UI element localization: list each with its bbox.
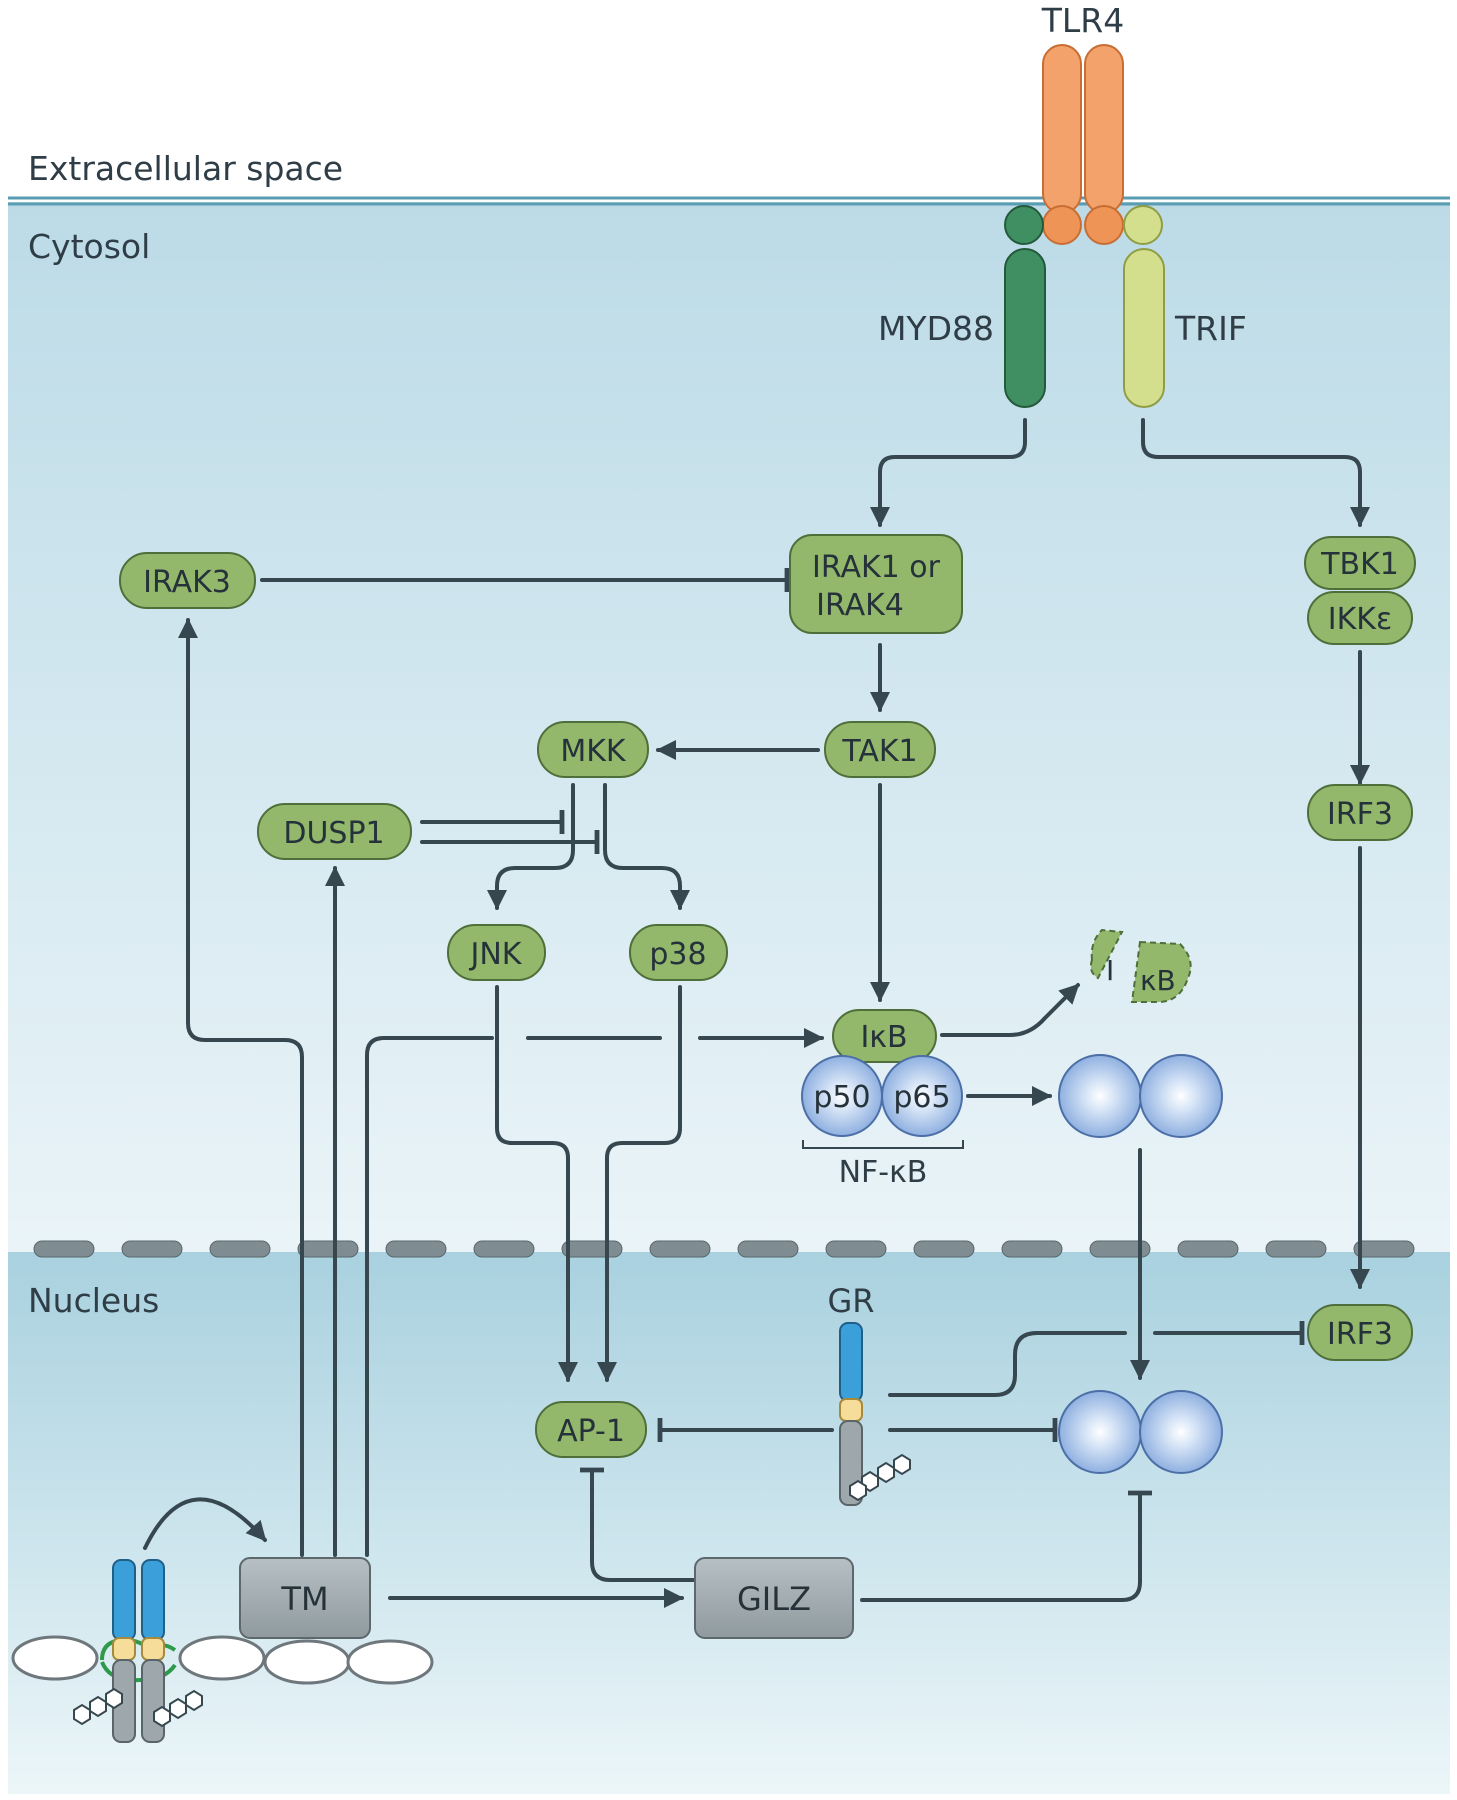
trif-adaptor <box>1123 205 1165 408</box>
p50-label: p50 <box>813 1080 870 1115</box>
gene-transcription-arrow <box>143 1497 267 1550</box>
gr-dimer-on-dna <box>73 1559 203 1743</box>
chromatin <box>11 1635 434 1685</box>
nuclear-pore-dash <box>825 1240 887 1258</box>
tm-to-irak3-arrow <box>178 618 304 1557</box>
nuclear-pore-dash <box>209 1240 271 1258</box>
steroid-ligand-icon <box>849 1453 911 1502</box>
cytosol-label: Cytosol <box>28 227 150 266</box>
irf3-nucleus-node: IRF3 <box>1307 1304 1413 1361</box>
nuclear-pore-dash <box>1265 1240 1327 1258</box>
tlr4-receptor <box>1042 44 1124 245</box>
irak1-irak4-node: IRAK1 or IRAK4 <box>789 534 963 634</box>
irf3-nucleus-label: IRF3 <box>1327 1317 1393 1352</box>
tbk1-node: TBK1 <box>1304 536 1416 590</box>
cytosol-region <box>8 202 1450 1252</box>
nuclear-pore-dash <box>33 1240 95 1258</box>
nfkb-nuclear <box>1058 1390 1223 1474</box>
myd88-label: MYD88 <box>878 309 994 348</box>
irak3-node: IRAK3 <box>119 552 256 609</box>
nuclear-pore-dash <box>561 1240 623 1258</box>
ap1-node: AP-1 <box>535 1401 647 1458</box>
dusp1-label: DUSP1 <box>283 816 384 851</box>
gilz-node: GILZ <box>694 1557 854 1639</box>
myd88-adaptor <box>1004 205 1046 408</box>
myd88-to-irak-arrow <box>870 418 1027 527</box>
p38-to-ap1-arrow <box>597 985 682 1382</box>
p38-label: p38 <box>649 937 706 972</box>
tak1-label: TAK1 <box>841 734 917 769</box>
gilz-inhibits-nfkb-line <box>860 1490 1152 1602</box>
p38-node: p38 <box>629 924 728 981</box>
dusp1-node: DUSP1 <box>257 803 412 860</box>
gr-receptor <box>839 1322 911 1506</box>
ikb-label: IκB <box>860 1020 907 1055</box>
extracellular-label: Extracellular space <box>28 149 343 188</box>
nuclear-pore-dash <box>385 1240 447 1258</box>
irak3-label: IRAK3 <box>143 565 231 600</box>
irf3-cytosol-label: IRF3 <box>1327 797 1393 832</box>
mkk-to-p38-arrow <box>603 783 690 910</box>
irak1-label: IRAK1 or <box>812 550 941 585</box>
nuclear-pore-dash <box>473 1240 535 1258</box>
tak1-node: TAK1 <box>824 721 936 778</box>
nfkb-bracket <box>802 1140 964 1149</box>
degraded-ikb: I κB <box>1089 928 1192 1003</box>
p65-subunit <box>881 1055 963 1137</box>
free-nfkb-cytosol <box>1058 1054 1223 1138</box>
jnk-label: JNK <box>469 937 523 972</box>
ikb-node: IκB <box>832 1009 937 1063</box>
tm-label: TM <box>280 1580 328 1618</box>
nfkb-complex: p50 p65 <box>801 1055 963 1137</box>
irak4-label: IRAK4 <box>816 588 904 623</box>
ikb-degradation-arrow <box>940 983 1080 1037</box>
nuclear-pore-dash <box>1089 1240 1151 1258</box>
nuclear-pore-dash <box>1001 1240 1063 1258</box>
gilz-inhibits-ap1-line <box>580 1467 697 1582</box>
p65-label: p65 <box>893 1080 950 1115</box>
nuclear-pore-dash <box>1177 1240 1239 1258</box>
ap1-label: AP-1 <box>557 1414 625 1449</box>
tm-node: TM <box>239 1557 371 1639</box>
gr-inhibits-irf3-line <box>888 1331 1304 1397</box>
nuclear-pore-dash <box>297 1240 359 1258</box>
gr-label: GR <box>827 1282 874 1320</box>
jnk-node: JNK <box>447 924 546 981</box>
nuclear-envelope <box>33 1240 1415 1258</box>
trif-to-tbk1-arrow <box>1141 418 1370 527</box>
nuclear-pore-dash <box>1353 1240 1415 1258</box>
nucleus-label: Nucleus <box>28 1281 159 1320</box>
steroid-ligand-icon-dimer <box>73 1687 203 1728</box>
mkk-node: MKK <box>537 721 649 778</box>
tm-to-ikb-line <box>365 1036 812 1557</box>
irf3-cytosol-node: IRF3 <box>1307 784 1413 841</box>
degraded-ikb-right-label: κB <box>1140 964 1176 997</box>
nfkb-label: NF-κB <box>839 1155 928 1190</box>
trif-label: TRIF <box>1174 309 1247 348</box>
mkk-label: MKK <box>560 734 627 769</box>
mkk-to-jnk-arrow <box>487 783 575 910</box>
ikke-label: IKKε <box>1328 602 1392 637</box>
ikke-node: IKKε <box>1307 591 1413 645</box>
extracellular-region <box>0 0 1457 200</box>
nuclear-pore-dash <box>913 1240 975 1258</box>
jnk-to-ap1-arrow <box>495 985 578 1382</box>
tlr4-label: TLR4 <box>1041 1 1124 40</box>
nuclear-pore-dash <box>121 1240 183 1258</box>
degraded-ikb-left-label: I <box>1106 954 1114 987</box>
nuclear-pore-dash <box>737 1240 799 1258</box>
gilz-label: GILZ <box>737 1580 811 1618</box>
tbk1-label: TBK1 <box>1320 547 1399 582</box>
nuclear-pore-dash <box>649 1240 711 1258</box>
